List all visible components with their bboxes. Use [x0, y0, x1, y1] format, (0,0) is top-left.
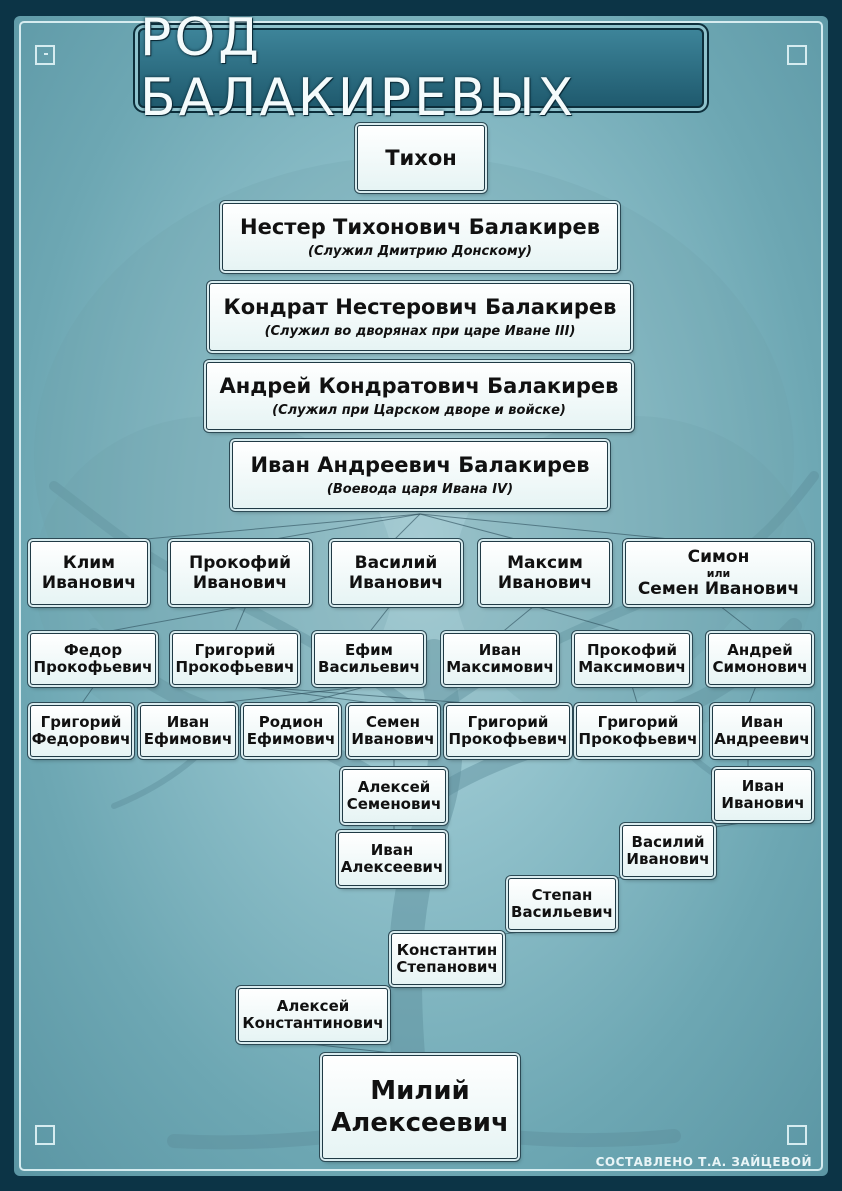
tile-right-branch: Алексей Константинович — [238, 988, 388, 1042]
lineage-name: Андрей Кондратович Балакирев — [219, 374, 619, 399]
grandson-patronymic: Максимович — [578, 658, 686, 676]
branch-patronymic: Иванович — [626, 850, 710, 868]
tile-great-grandson: Иван Ефимович — [140, 705, 236, 757]
lineage-name: Тихон — [385, 145, 457, 170]
grandson-first-name: Ефим — [345, 640, 393, 659]
branch-patronymic: Алексеевич — [340, 858, 444, 876]
tile-son: Максим Иванович — [480, 541, 610, 605]
credit-text: СОСТАВЛЕНО Т.А. ЗАЙЦЕВОЙ — [595, 1155, 812, 1169]
branch-patronymic: Васильевич — [511, 903, 613, 921]
final-first-name: Милий — [370, 1075, 470, 1106]
grandson-first-name: Григорий — [194, 640, 276, 659]
son-patronymic: Иванович — [192, 573, 288, 593]
great-grandson-first-name: Григорий — [40, 712, 122, 731]
lineage-name: Нестер Тихонович Балакирев — [240, 215, 600, 240]
tile-great-grandson: Родион Ефимович — [243, 705, 339, 757]
grandson-patronymic: Васильевич — [318, 658, 420, 676]
great-grandson-patronymic: Ефимович — [143, 730, 233, 748]
son-first-name: Симон — [687, 547, 750, 568]
great-grandson-patronymic: Андреевич — [714, 730, 810, 748]
lineage-note: (Служил Дмитрию Донскому) — [308, 243, 532, 259]
great-grandson-patronymic: Федорович — [31, 730, 131, 748]
grandson-patronymic: Симонович — [712, 658, 808, 676]
great-grandson-patronymic: Прокофьевич — [448, 730, 568, 748]
tile-son: Василий Иванович — [331, 541, 461, 605]
branch-first-name: Алексей — [357, 777, 431, 796]
tile-right-branch: Иван Иванович — [714, 769, 812, 821]
tile-great-grandson: Григорий Федорович — [30, 705, 132, 757]
great-grandson-patronymic: Иванович — [351, 730, 435, 748]
page-title: РОД БАЛАКИРЕВЫХ — [140, 8, 577, 128]
son-or-label: или — [706, 566, 731, 580]
great-grandson-first-name: Иван — [740, 712, 784, 731]
great-grandson-patronymic: Прокофьевич — [578, 730, 698, 748]
son-first-name: Прокофий — [189, 552, 291, 573]
branch-patronymic: Константинович — [242, 1014, 384, 1032]
tile-grandson: Прокофий Максимович — [574, 633, 690, 685]
lineage-name: Иван Андреевич Балакирев — [250, 453, 590, 478]
tile-right-branch: Константин Степанович — [391, 933, 503, 985]
tile-left-branch: Алексей Семенович — [342, 769, 446, 823]
lineage-name: Кондрат Нестерович Балакирев — [223, 295, 617, 320]
tile-grandson: Федор Прокофьевич — [30, 633, 156, 685]
branch-first-name: Константин — [396, 940, 498, 959]
son-patronymic: Семен Иванович — [637, 578, 800, 599]
grandson-patronymic: Максимович — [446, 658, 554, 676]
branch-first-name: Василий — [631, 832, 705, 851]
grandson-first-name: Прокофий — [587, 640, 677, 659]
tile-son: Симон или Семен Иванович — [625, 541, 812, 605]
son-first-name: Максим — [507, 552, 583, 573]
great-grandson-patronymic: Ефимович — [246, 730, 336, 748]
tile-great-grandson: Григорий Прокофьевич — [576, 705, 700, 757]
branch-first-name: Алексей — [276, 996, 350, 1015]
grandson-first-name: Федор — [63, 640, 123, 659]
lineage-note: (Служил во дворянах при царе Иване III) — [264, 323, 576, 339]
branch-first-name: Иван — [741, 776, 785, 795]
great-grandson-first-name: Григорий — [597, 712, 679, 731]
tile-great-grandson: Григорий Прокофьевич — [446, 705, 570, 757]
lineage-note: (Служил при Царском дворе и войске) — [272, 402, 566, 418]
lineage-note: (Воевода царя Ивана IV) — [326, 481, 514, 497]
tile-son: Прокофий Иванович — [170, 541, 310, 605]
great-grandson-first-name: Семен — [366, 712, 420, 731]
son-first-name: Василий — [354, 552, 438, 573]
son-first-name: Клим — [62, 552, 116, 573]
grandson-patronymic: Прокофьевич — [175, 658, 295, 676]
tile-great-grandson: Семен Иванович — [348, 705, 438, 757]
branch-first-name: Иван — [370, 840, 414, 859]
tile-tikhon: Тихон — [357, 125, 485, 191]
grandson-patronymic: Прокофьевич — [33, 658, 153, 676]
final-patronymic: Алексеевич — [331, 1108, 509, 1138]
tile-kondrat: Кондрат Нестерович Балакирев (Служил во … — [209, 283, 631, 351]
tile-left-branch: Иван Алексеевич — [338, 832, 446, 886]
branch-patronymic: Степанович — [396, 958, 498, 976]
tile-grandson: Ефим Васильевич — [314, 633, 424, 685]
tile-right-branch: Степан Васильевич — [508, 878, 616, 930]
tile-grandson: Григорий Прокофьевич — [172, 633, 298, 685]
title-banner: РОД БАЛАКИРЕВЫХ — [138, 8, 704, 128]
tile-grandson: Андрей Симонович — [708, 633, 812, 685]
tile-miliy: Милий Алексеевич — [322, 1055, 518, 1159]
son-patronymic: Иванович — [497, 573, 593, 593]
branch-first-name: Степан — [531, 885, 593, 904]
great-grandson-first-name: Григорий — [467, 712, 549, 731]
son-patronymic: Иванович — [41, 573, 137, 593]
son-patronymic: Иванович — [348, 573, 444, 593]
tile-right-branch: Василий Иванович — [622, 825, 714, 877]
tile-nester: Нестер Тихонович Балакирев (Служил Дмитр… — [222, 203, 618, 271]
tile-great-grandson: Иван Андреевич — [712, 705, 812, 757]
grandson-first-name: Иван — [478, 640, 522, 659]
great-grandson-first-name: Иван — [166, 712, 210, 731]
branch-patronymic: Иванович — [721, 794, 805, 812]
grandson-first-name: Андрей — [727, 640, 793, 659]
great-grandson-first-name: Родион — [258, 712, 324, 731]
tile-grandson: Иван Максимович — [443, 633, 557, 685]
tile-son: Клим Иванович — [30, 541, 148, 605]
branch-patronymic: Семенович — [346, 795, 442, 813]
tile-ivan-voevoda: Иван Андреевич Балакирев (Воевода царя И… — [232, 441, 608, 509]
tile-andrey: Андрей Кондратович Балакирев (Служил при… — [206, 362, 632, 430]
